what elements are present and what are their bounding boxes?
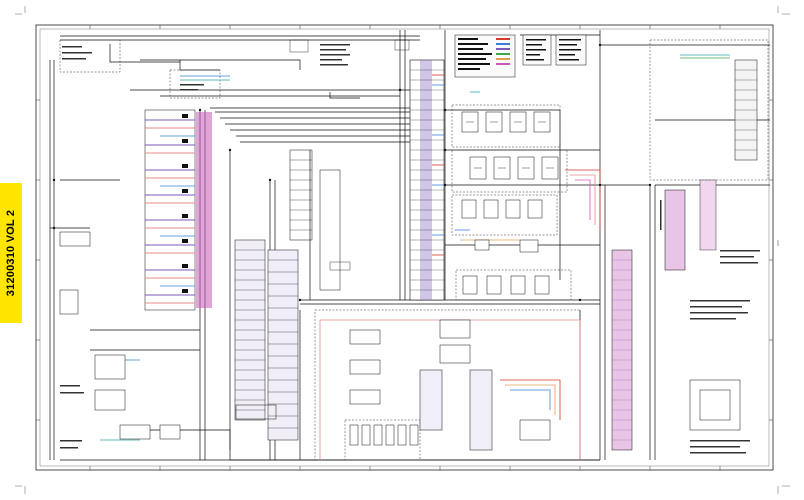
splice-points — [52, 43, 652, 302]
harness-routing — [49, 30, 770, 461]
enclosure-boxes — [59, 39, 769, 461]
left-connector-ladder — [144, 109, 212, 311]
central-ecm-connector — [409, 59, 445, 301]
volume-sublabel: 1 of 4 Pages — [10, 219, 15, 237]
label-marks — [60, 39, 760, 454]
relay-coil-marks — [466, 121, 554, 169]
drawing-border — [35, 24, 774, 471]
crop-marks — [15, 6, 790, 494]
relay-blocks — [461, 111, 559, 295]
right-connector-column — [611, 59, 758, 451]
legend-tables — [454, 34, 587, 78]
lower-components — [59, 231, 741, 451]
drawing-inner-border — [39, 28, 770, 467]
zone-ticks — [36, 25, 773, 470]
center-left-connector-column — [234, 149, 341, 441]
volume-tab — [0, 183, 22, 323]
